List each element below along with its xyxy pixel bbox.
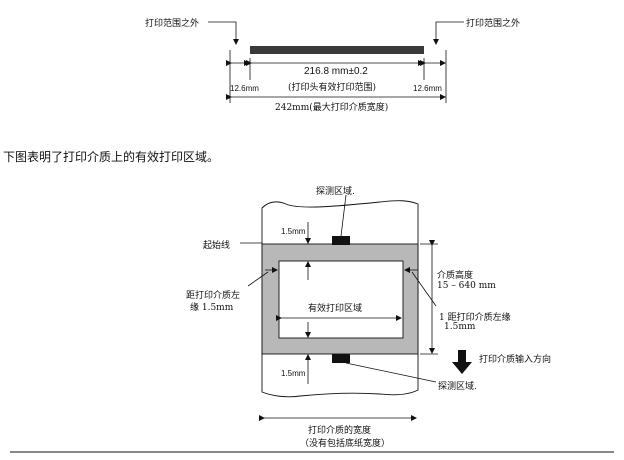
sensor-block-top <box>332 236 350 245</box>
right-margin-value: 12.6mm <box>413 84 442 93</box>
feed-direction-arrow-icon <box>452 350 472 374</box>
bottom-gap-value: 1.5mm <box>281 369 306 378</box>
print-width-caption: (打印头有效打印范围) <box>288 83 377 93</box>
effective-area-label: 有效打印区域 <box>308 304 363 314</box>
left-edge-label-line1: 距打印介质左 <box>186 291 241 301</box>
top-gap-value: 1.5mm <box>281 227 306 236</box>
right-edge-label-line1: 1 距打印介质左缘 <box>439 313 511 323</box>
left-outside-label: 打印范围之外 <box>145 19 200 29</box>
sensor-bottom-leader <box>345 362 437 383</box>
print-width-value: 216.8 mm±0.2 <box>304 66 368 77</box>
left-outside-leader <box>208 21 239 45</box>
body-paragraph: 下图表明了打印介质上的有效打印区域。 <box>3 150 220 164</box>
media-height-label: 介质高度 <box>437 271 474 281</box>
right-outside-leader <box>433 21 464 45</box>
sensor-top-leader <box>340 194 347 237</box>
effective-print-area <box>278 260 404 339</box>
media-height-value: 15 – 640 mm <box>437 281 496 291</box>
feed-direction-label: 打印介质输入方向 <box>479 355 552 365</box>
total-width-label: 242mm(最大打印介质宽度) <box>275 103 389 113</box>
left-edge-leader <box>247 271 269 287</box>
left-edge-label-line2: 缘 1.5mm <box>190 303 234 313</box>
sensor-block-bottom <box>332 354 350 363</box>
print-head-bar <box>250 46 424 54</box>
start-line-label: 起始线 <box>203 241 231 251</box>
top-diagram <box>208 21 464 103</box>
right-edge-label-line2: 1.5mm <box>444 322 476 332</box>
media-diagram <box>240 194 472 421</box>
left-margin-value: 12.6mm <box>230 84 259 93</box>
media-width-note: （没有包括底纸宽度） <box>300 439 391 449</box>
right-outside-label: 打印范围之外 <box>466 19 521 29</box>
media-width-label: 打印介质的宽度 <box>308 426 372 436</box>
sensor-top-label: 探测区域. <box>316 187 355 197</box>
sensor-bottom-label: 探测区域. <box>438 382 477 392</box>
